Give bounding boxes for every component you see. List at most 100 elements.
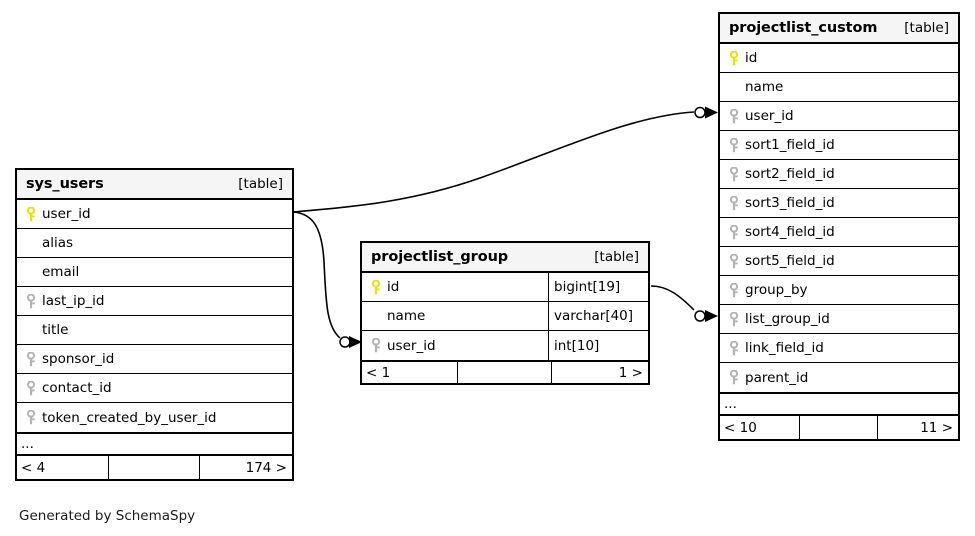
column-row-user_id[interactable]: user_id (720, 102, 958, 131)
foreign-key-icon (26, 380, 36, 395)
footer-parent-count[interactable]: < 4 (17, 456, 110, 479)
column-row-sort3_field_id[interactable]: sort3_field_id (720, 189, 958, 218)
column-row-link_field_id[interactable]: link_field_id (720, 334, 958, 363)
foreign-key-icon (723, 370, 745, 385)
column-left: name (720, 73, 958, 101)
foreign-key-icon (723, 253, 745, 269)
foreign-key-icon (26, 293, 36, 308)
column-name: group_by (745, 282, 808, 298)
more-columns-indicator: ... (720, 392, 958, 416)
foreign-key-icon (20, 351, 42, 367)
foreign-key-icon (723, 340, 745, 356)
column-row-alias[interactable]: alias (17, 229, 292, 258)
column-left: name (362, 302, 548, 330)
foreign-key-icon (729, 311, 739, 326)
relationship-endpoint-circle (339, 336, 351, 348)
column-type: varchar[40] (548, 302, 648, 330)
table-projectlist_custom[interactable]: projectlist_custom [table] id name user_id… (718, 12, 960, 441)
column-row-last_ip_id[interactable]: last_ip_id (17, 287, 292, 316)
column-left: sort1_field_id (720, 131, 958, 159)
column-row-sort1_field_id[interactable]: sort1_field_id (720, 131, 958, 160)
column-row-sort2_field_id[interactable]: sort2_field_id (720, 160, 958, 189)
table-footer-projectlist_custom: < 10 11 > (720, 416, 958, 439)
foreign-key-icon (723, 166, 745, 182)
primary-key-icon (365, 279, 387, 295)
relationship-line-users-to-custom (293, 111, 695, 213)
foreign-key-icon (20, 380, 42, 396)
column-row-sort5_field_id[interactable]: sort5_field_id (720, 247, 958, 276)
foreign-key-icon (729, 166, 739, 181)
column-left: token_created_by_user_id (17, 403, 292, 432)
foreign-key-icon (371, 338, 381, 353)
column-left: id (362, 273, 548, 301)
footer-child-count[interactable]: 174 > (245, 459, 287, 476)
foreign-key-icon (20, 293, 42, 309)
footer-middle (109, 456, 200, 479)
foreign-key-icon (723, 311, 745, 327)
column-left: user_id (362, 331, 548, 360)
column-row-id[interactable]: id (720, 44, 958, 73)
foreign-key-icon (26, 410, 36, 425)
column-name: name (745, 79, 784, 95)
table-header-projectlist_custom: projectlist_custom [table] (720, 14, 958, 44)
column-name: sort2_field_id (745, 166, 835, 182)
table-kind-label: [table] (904, 20, 949, 36)
footer-parent-count[interactable]: < 1 (362, 362, 458, 383)
column-row-group_by[interactable]: group_by (720, 276, 958, 305)
foreign-key-icon (729, 253, 739, 268)
column-row-email[interactable]: email (17, 258, 292, 287)
column-name: user_id (42, 206, 91, 222)
column-name: title (42, 322, 69, 338)
column-left: link_field_id (720, 334, 958, 362)
column-left: user_id (720, 102, 958, 130)
footer-parent-count[interactable]: < 10 (720, 416, 800, 439)
column-name: sort5_field_id (745, 253, 835, 269)
column-row-contact_id[interactable]: contact_id (17, 374, 292, 403)
primary-key-icon (723, 50, 745, 66)
column-left: sort5_field_id (720, 247, 958, 275)
column-left: user_id (17, 200, 292, 228)
foreign-key-icon (723, 195, 745, 211)
column-row-parent_id[interactable]: parent_id (720, 363, 958, 392)
foreign-key-icon (723, 108, 745, 124)
column-row-user_id[interactable]: user_id (17, 200, 292, 229)
foreign-key-icon (729, 282, 739, 297)
column-row-sort4_field_id[interactable]: sort4_field_id (720, 218, 958, 247)
column-left: contact_id (17, 374, 292, 402)
footer-child-count[interactable]: 1 > (618, 364, 643, 381)
generated-by-credit: Generated by SchemaSpy (19, 508, 196, 524)
column-left: sort3_field_id (720, 189, 958, 217)
table-kind-label: [table] (238, 176, 283, 192)
table-header-projectlist_group: projectlist_group [table] (362, 243, 648, 273)
relationship-line-group-to-custom (650, 285, 695, 311)
relationship-arrowhead (705, 106, 718, 119)
column-name: sort4_field_id (745, 224, 835, 240)
footer-child-count[interactable]: 11 > (920, 419, 953, 436)
column-name: token_created_by_user_id (42, 409, 217, 426)
column-row-token_created_by_user_id[interactable]: token_created_by_user_id (17, 403, 292, 432)
footer-middle (458, 362, 553, 383)
column-left: sort4_field_id (720, 218, 958, 246)
column-name: sort3_field_id (745, 195, 835, 211)
table-footer-projectlist_group: < 1 1 > (362, 360, 648, 383)
column-left: sort2_field_id (720, 160, 958, 188)
column-row-title[interactable]: title (17, 316, 292, 345)
column-name: email (42, 264, 80, 280)
primary-key-icon (20, 206, 42, 222)
table-footer-sys_users: < 4 174 > (17, 456, 292, 479)
column-name: user_id (745, 108, 794, 124)
column-row-name[interactable]: name (720, 73, 958, 102)
column-row-list_group_id[interactable]: list_group_id (720, 305, 958, 334)
table-header-sys_users: sys_users [table] (17, 170, 292, 200)
column-row-sponsor_id[interactable]: sponsor_id (17, 345, 292, 374)
column-name: alias (42, 235, 74, 251)
column-left: group_by (720, 276, 958, 304)
column-name: last_ip_id (42, 293, 105, 309)
